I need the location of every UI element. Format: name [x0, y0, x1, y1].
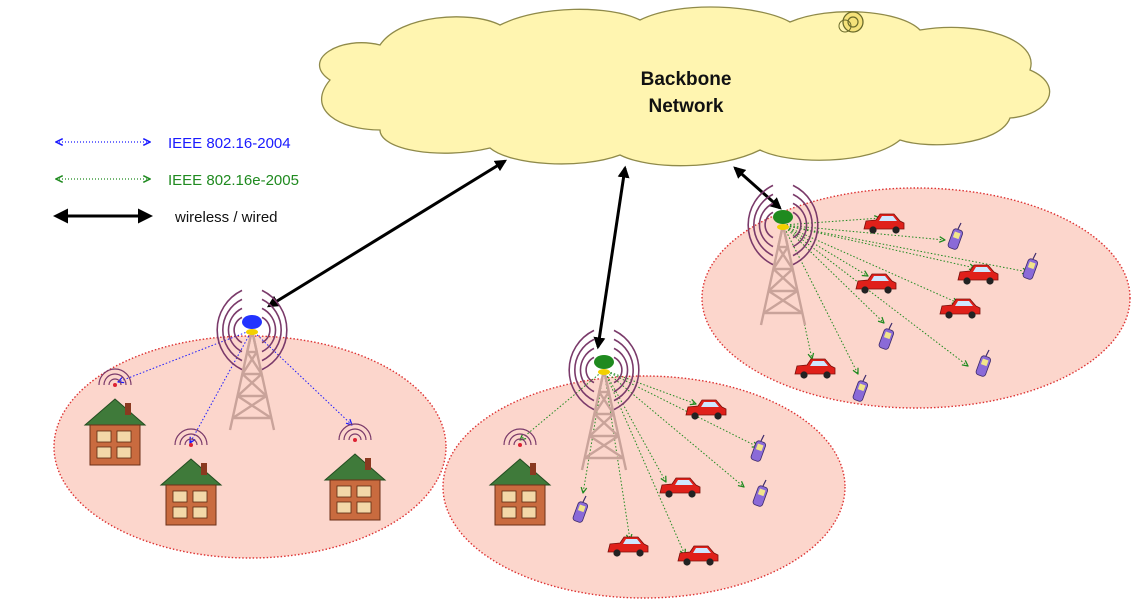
radio-wave-icon [585, 356, 595, 384]
house-icon [83, 368, 147, 466]
access-link [782, 224, 945, 240]
access-links [118, 218, 1028, 555]
satellite-dish-icon [838, 11, 864, 33]
phone-icon [975, 349, 992, 377]
radio-wave-icon [792, 184, 819, 266]
car-icon [957, 264, 999, 285]
car-icon [685, 399, 727, 420]
tower-icon [759, 224, 807, 326]
radio-wave-icon [222, 298, 243, 362]
access-link [603, 369, 696, 404]
radio-wave-icon [753, 193, 774, 257]
access-link [603, 369, 666, 482]
legend-label-fixed: IEEE 802.16-2004 [168, 135, 291, 152]
radio-wave-icon [568, 329, 595, 411]
access-link [782, 224, 868, 276]
legend: IEEE 802.16-2004 IEEE 802.16e-2005 wirel… [53, 135, 299, 226]
base-station-fixed [216, 289, 288, 431]
terminals [83, 213, 1039, 566]
radio-wave-icon [792, 193, 813, 257]
radio-wave-icon [574, 338, 595, 402]
car-icon [659, 477, 701, 498]
antenna-icon [773, 210, 793, 224]
house-icon [159, 428, 223, 526]
radio-wave-icon [227, 307, 243, 353]
tower-icon [580, 369, 628, 471]
house-icon [488, 428, 552, 526]
access-link [782, 218, 880, 226]
car-icon [855, 273, 897, 294]
radio-wave-icon [261, 298, 282, 362]
cloud-title-line1: Backbone [641, 69, 732, 90]
radio-wave-icon [792, 211, 802, 239]
radio-wave-icon [261, 316, 271, 344]
legend-label-mobile: IEEE 802.16e-2005 [168, 172, 299, 189]
base-station-mobile [747, 184, 819, 326]
radio-wave-icon [792, 202, 808, 248]
backhaul-link-mobile [733, 166, 782, 210]
cell-area-mixed [442, 375, 846, 599]
access-link [520, 369, 605, 440]
backbone-cloud: Backbone Network [318, 6, 1051, 167]
car-icon [863, 213, 905, 234]
access-link [603, 369, 630, 540]
cloud-title-line2: Network [649, 96, 724, 117]
house-icon [323, 423, 387, 521]
car-icon [677, 545, 719, 566]
backhaul-link-mixed [593, 165, 630, 350]
radio-wave-icon [613, 347, 629, 393]
access-link [190, 329, 253, 443]
radio-wave-icon [233, 316, 243, 344]
antenna-base-icon [598, 369, 610, 375]
access-link [782, 224, 968, 366]
legend-label-wired: wireless / wired [174, 209, 278, 226]
radio-wave-icon [261, 289, 288, 371]
radio-wave-icon [758, 202, 774, 248]
radio-wave-icon [613, 329, 640, 411]
access-link [782, 224, 1028, 272]
backhaul-links [266, 159, 782, 350]
phone-icon [752, 479, 769, 507]
access-link [603, 369, 758, 447]
phone-icon [750, 434, 767, 462]
radio-wave-icon [216, 289, 243, 371]
phone-icon [947, 222, 964, 250]
cloud-shape [318, 6, 1051, 167]
radio-wave-icon [613, 338, 634, 402]
radio-wave-icon [261, 307, 277, 353]
base-station-mixed [568, 329, 640, 471]
phone-icon [572, 495, 589, 523]
car-icon [939, 298, 981, 319]
phone-icon [1022, 252, 1039, 280]
radio-wave-icon [579, 347, 595, 393]
access-link [782, 224, 975, 268]
antenna-base-icon [246, 329, 258, 335]
radio-wave-icon [764, 211, 774, 239]
access-link [603, 369, 744, 487]
access-link [603, 369, 685, 555]
cell-coverage-areas [53, 187, 1131, 599]
tower-icon [228, 329, 276, 431]
backhaul-link-fixed [266, 159, 508, 308]
phone-icon [852, 374, 869, 402]
car-icon [794, 358, 836, 379]
access-link [782, 224, 958, 303]
antenna-base-icon [777, 224, 789, 230]
car-icon [607, 536, 649, 557]
antenna-icon [242, 315, 262, 329]
antenna-icon [594, 355, 614, 369]
base-stations [216, 184, 819, 471]
access-link [782, 224, 884, 323]
radio-wave-icon [747, 184, 774, 266]
access-link [118, 329, 253, 382]
phone-icon [878, 322, 895, 350]
radio-wave-icon [613, 356, 623, 384]
